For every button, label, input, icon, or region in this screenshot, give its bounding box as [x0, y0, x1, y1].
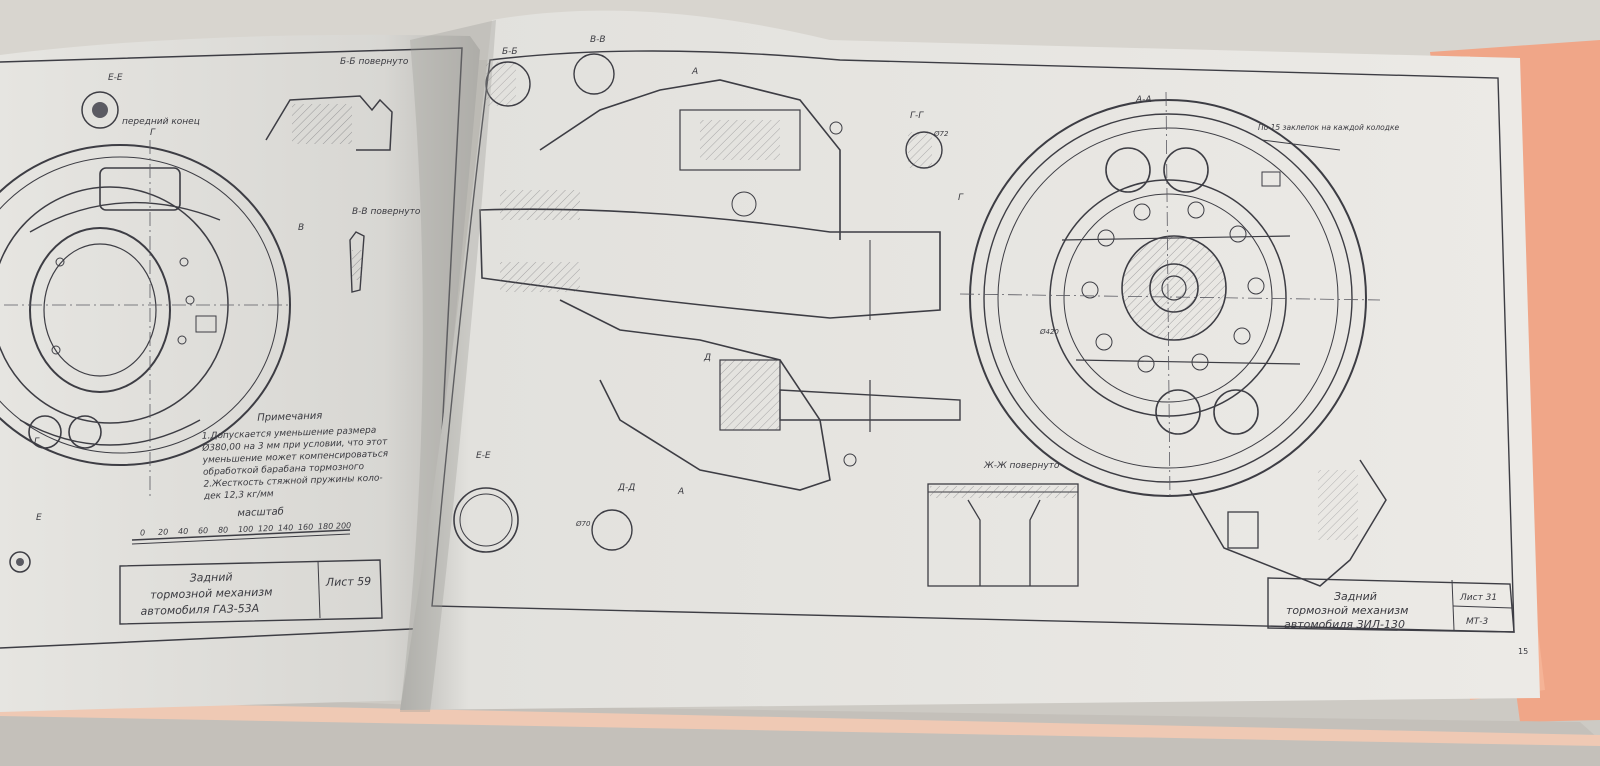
- left-title-sheet: Лист 59: [325, 575, 372, 589]
- right-brake-drum-drawing: [959, 91, 1387, 587]
- right-label-section-vv: В-В: [590, 35, 606, 45]
- left-title-block: Задний тормозной механизм автомобиля ГАЗ…: [140, 570, 372, 618]
- right-title-block-frame: [1267, 577, 1515, 633]
- scale-heading: масштаб: [237, 505, 284, 519]
- left-label-mark-e2: Е: [36, 513, 42, 523]
- left-label-rear-view: передний конец: [122, 117, 200, 127]
- page-number: 15: [1518, 647, 1528, 656]
- scale-tick: 100: [238, 525, 254, 535]
- left-scale: масштаб 0 20 40 60 80 100 120 140 160 18…: [140, 505, 352, 537]
- right-label-section-gg: Г-Г: [910, 111, 924, 121]
- right-label-note: По 15 заклепок на каждой колодке: [1258, 123, 1399, 132]
- right-title-line1: Задний: [1334, 590, 1377, 603]
- right-label-section-dd: Д-Д: [617, 483, 635, 493]
- book-gutter-shadow: [400, 20, 496, 712]
- right-label-mark-d: Д: [703, 353, 711, 363]
- left-title-line1: Задний: [189, 570, 232, 584]
- right-label-section-zhzh: Ж-Ж повернуто: [983, 461, 1060, 471]
- right-title-code: МТ-3: [1466, 617, 1489, 627]
- notes-heading: Примечания: [257, 411, 323, 424]
- left-label-mark-g1: Г: [150, 128, 156, 138]
- right-page-labels: А-А Б-Б В-В Г-Г Д-Д Е-Е Ж-Ж повернуто По…: [476, 35, 1528, 656]
- scale-tick: 160: [298, 522, 314, 532]
- left-label-mark-g2: Г: [34, 437, 40, 447]
- left-page-labels: Б-Б повернуто В-В повернуто передний кон…: [34, 57, 421, 523]
- right-label-mark-g: Г: [958, 193, 964, 203]
- left-label-section-vv: В-В повернуто: [352, 207, 421, 217]
- right-label-section-aa: А-А: [1135, 95, 1152, 105]
- left-brake-assembly-drawing: [0, 91, 393, 625]
- right-label-section-bb: Б-Б: [502, 47, 518, 57]
- scale-tick: 80: [218, 525, 228, 534]
- scale-tick: 0: [140, 528, 145, 537]
- scale-tick: 180: [318, 522, 334, 532]
- left-label-mark-e: Е-Е: [108, 73, 123, 83]
- scale-tick: 20: [158, 528, 168, 537]
- right-label-dim-3: Ø420: [1039, 328, 1059, 336]
- left-label-mark-v: В: [298, 223, 304, 233]
- scale-tick: 40: [178, 527, 188, 536]
- right-label-dim-1: Ø72: [933, 130, 949, 138]
- right-label-mark-a2: А: [677, 487, 684, 497]
- right-title-line2: тормозной механизм: [1286, 604, 1408, 617]
- scale-tick: 140: [278, 523, 294, 533]
- scale-tick: 120: [258, 524, 274, 534]
- scale-tick: 60: [198, 526, 208, 535]
- right-section-zhzh-drawing: [927, 483, 1079, 587]
- right-title-line3: автомобиля ЗИЛ-130: [1284, 618, 1405, 631]
- right-axle-section-drawing: [453, 53, 961, 553]
- right-page: [400, 10, 1540, 711]
- right-label-section-ee: Е-Е: [476, 451, 491, 461]
- right-label-mark-a1: А: [691, 67, 698, 77]
- left-title-line3: автомобиля ГАЗ-53А: [140, 602, 259, 618]
- notes-line: дек 12,3 кг/мм: [203, 489, 274, 501]
- right-label-dim-2: Ø70: [575, 520, 591, 528]
- left-label-section-bb: Б-Б повернуто: [340, 57, 409, 67]
- right-title-block: Задний тормозной механизм автомобиля ЗИЛ…: [1284, 590, 1497, 631]
- right-title-sheet: Лист 31: [1459, 593, 1497, 603]
- left-title-line2: тормозной механизм: [150, 585, 273, 601]
- scale-tick: 200: [336, 521, 352, 531]
- left-page: [0, 34, 480, 713]
